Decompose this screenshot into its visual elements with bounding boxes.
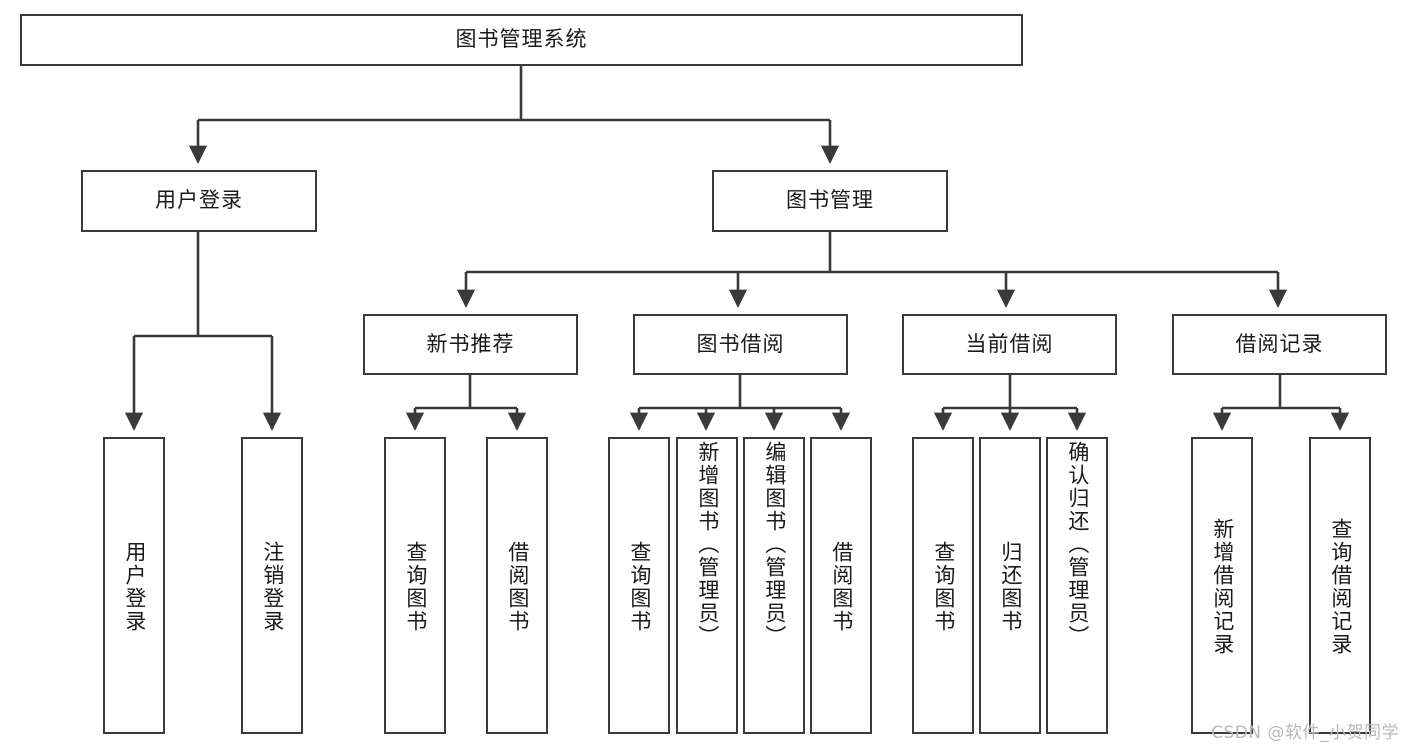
node-label: 确认归还（管理员） bbox=[1065, 441, 1090, 648]
node-borrow-record[interactable]: 借阅记录 bbox=[1172, 314, 1387, 375]
node-label: 图书管理系统 bbox=[455, 27, 588, 52]
node-label: 图书借阅 bbox=[696, 331, 785, 356]
node-leaf-confirm-return[interactable]: 确认归还（管理员） bbox=[1046, 437, 1108, 734]
node-label: 用户登录 bbox=[155, 188, 243, 213]
node-label: 借阅记录 bbox=[1235, 331, 1324, 356]
node-leaf-edit-book[interactable]: 编辑图书（管理员） bbox=[743, 437, 805, 734]
node-label: 查询图书 bbox=[931, 540, 956, 633]
node-new-book-recommend[interactable]: 新书推荐 bbox=[363, 314, 578, 375]
node-label: 查询借阅记录 bbox=[1328, 517, 1353, 656]
node-label: 新增图书（管理员） bbox=[695, 441, 720, 648]
node-book-management[interactable]: 图书管理 bbox=[712, 170, 948, 232]
node-label: 借阅图书 bbox=[829, 540, 854, 633]
node-label: 编辑图书（管理员） bbox=[762, 441, 787, 648]
node-label: 新增借阅记录 bbox=[1210, 517, 1235, 656]
node-leaf-add-record[interactable]: 新增借阅记录 bbox=[1191, 437, 1253, 734]
node-label: 当前借阅 bbox=[965, 331, 1054, 356]
node-label: 注销登录 bbox=[260, 540, 285, 633]
node-label: 归还图书 bbox=[998, 540, 1023, 633]
node-leaf-add-book[interactable]: 新增图书（管理员） bbox=[676, 437, 738, 734]
node-label: 查询图书 bbox=[403, 540, 428, 633]
node-leaf-user-login[interactable]: 用户登录 bbox=[103, 437, 165, 734]
node-user-login[interactable]: 用户登录 bbox=[81, 170, 317, 232]
node-book-borrow[interactable]: 图书借阅 bbox=[633, 314, 848, 375]
node-leaf-borrow-book-1[interactable]: 借阅图书 bbox=[486, 437, 548, 734]
node-leaf-borrow-book-2[interactable]: 借阅图书 bbox=[810, 437, 872, 734]
node-book-management-system[interactable]: 图书管理系统 bbox=[20, 14, 1023, 66]
node-leaf-return-book[interactable]: 归还图书 bbox=[979, 437, 1041, 734]
node-label: 查询图书 bbox=[627, 540, 652, 633]
node-label: 新书推荐 bbox=[426, 331, 515, 356]
node-label: 借阅图书 bbox=[505, 540, 530, 633]
node-label: 图书管理 bbox=[786, 188, 874, 213]
node-label: 用户登录 bbox=[122, 540, 147, 633]
node-leaf-query-book-1[interactable]: 查询图书 bbox=[384, 437, 446, 734]
node-leaf-logout-login[interactable]: 注销登录 bbox=[241, 437, 303, 734]
node-leaf-query-book-2[interactable]: 查询图书 bbox=[608, 437, 670, 734]
node-leaf-query-record[interactable]: 查询借阅记录 bbox=[1309, 437, 1371, 734]
node-current-borrow[interactable]: 当前借阅 bbox=[902, 314, 1117, 375]
node-leaf-query-book-3[interactable]: 查询图书 bbox=[912, 437, 974, 734]
